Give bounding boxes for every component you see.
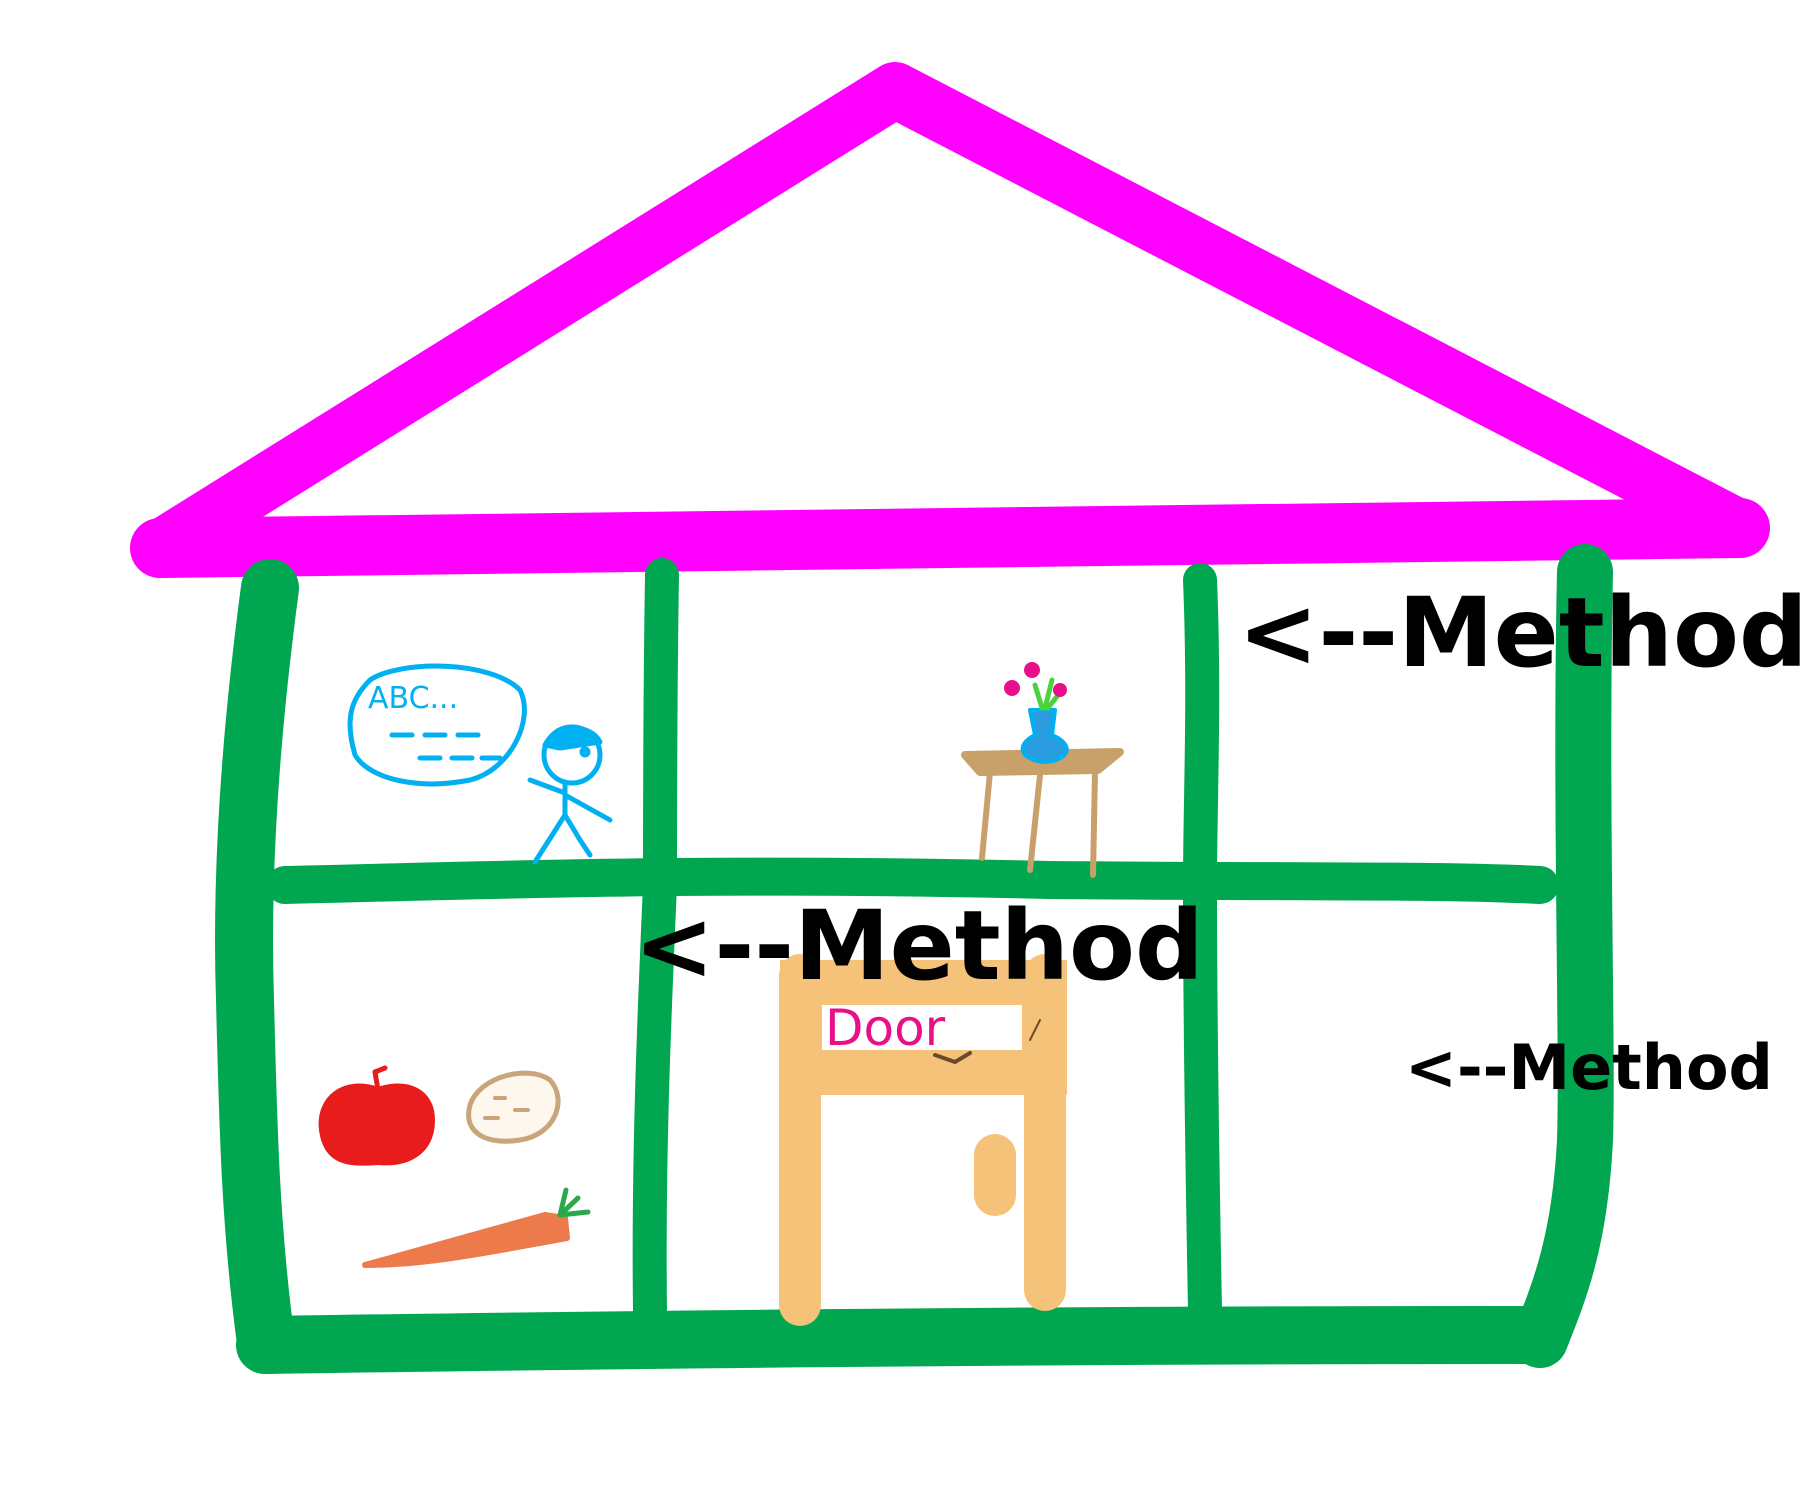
person-arm-left <box>527 777 568 796</box>
person-leg-right <box>562 812 593 858</box>
method-label-right: <--Method <box>1405 1031 1773 1104</box>
apple-stem <box>372 1065 388 1093</box>
inner-wall-right <box>1183 563 1222 1327</box>
left-wall <box>215 559 299 1364</box>
flower-1 <box>1004 680 1020 696</box>
person-eye <box>579 746 591 758</box>
food-drawing <box>318 1065 591 1268</box>
door-crack <box>933 1051 972 1064</box>
floor <box>236 1306 1564 1374</box>
door-sign-plate <box>822 1005 1022 1050</box>
house-frame <box>215 544 1614 1374</box>
person-leg-left <box>532 812 568 865</box>
carrot-leaves <box>557 1187 591 1218</box>
middle-floor-line <box>266 857 1559 904</box>
roof <box>130 62 1770 578</box>
potato <box>466 1070 561 1144</box>
table-leg-3 <box>1090 769 1098 878</box>
right-wall <box>1512 544 1614 1368</box>
vase <box>1020 708 1069 764</box>
roof-outline <box>132 62 1768 576</box>
person-hair <box>542 725 603 751</box>
table-with-vase <box>961 662 1124 878</box>
table-leg-1 <box>979 769 993 861</box>
flower-3 <box>1053 683 1067 697</box>
carrot <box>362 1212 570 1268</box>
flower-2 <box>1024 662 1040 678</box>
speech-bubble <box>347 663 527 787</box>
person-arm-right <box>562 792 613 823</box>
speech-bubble-text: ABC... <box>368 681 458 716</box>
method-label-middle: <--Method <box>634 890 1204 1002</box>
door-scratch <box>1029 1019 1041 1041</box>
person-drawing: ABC... <box>347 663 613 865</box>
method-label-top: <--Method <box>1238 577 1800 689</box>
door-sign-text: Door <box>825 999 946 1057</box>
roof-base <box>130 498 1770 578</box>
apple <box>318 1083 435 1166</box>
table-leg-2 <box>1027 772 1043 873</box>
door-drawing: Door <box>779 954 1067 1326</box>
inner-wall-left <box>632 558 679 1327</box>
